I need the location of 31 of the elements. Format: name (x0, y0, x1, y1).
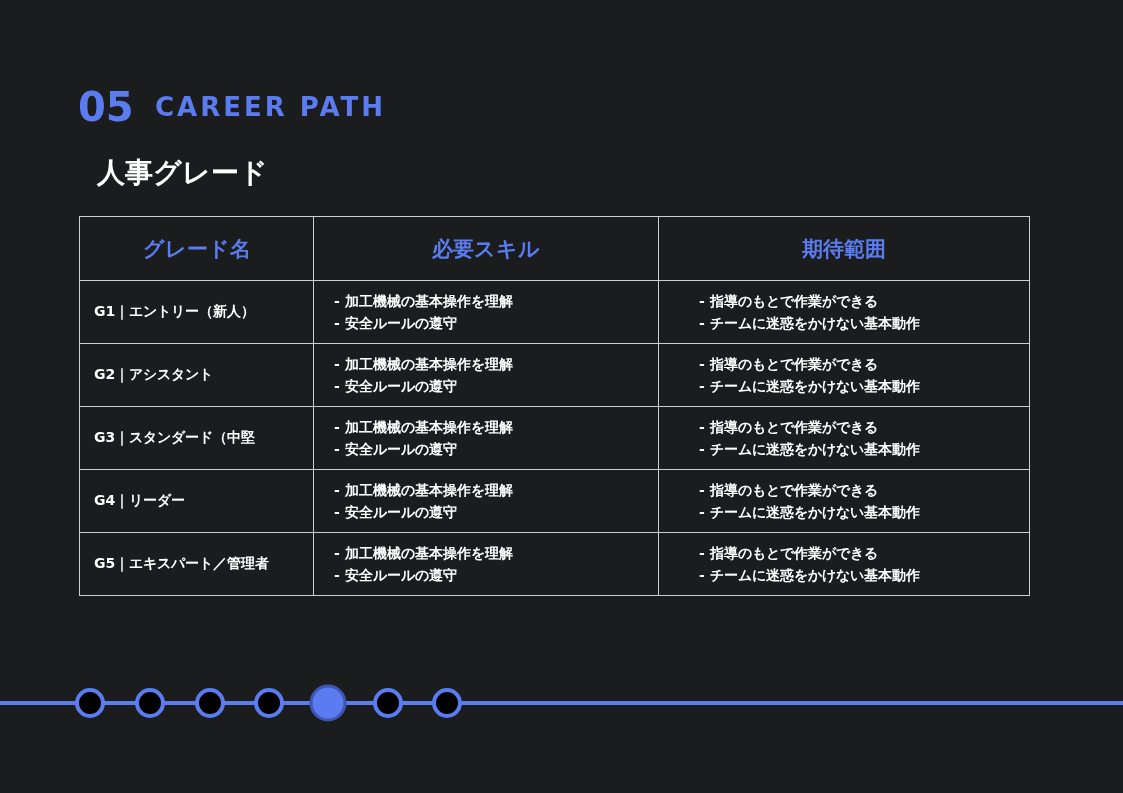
skill-item: - 安全ルールの遵守 (334, 314, 458, 333)
section-number: 05 (78, 84, 134, 130)
skill-item: - 安全ルールの遵守 (334, 503, 458, 522)
expectation-item: - 指導のもとで作業ができる (699, 481, 879, 500)
section-heading: CAREER PATH (155, 92, 387, 122)
skill-item: - 安全ルールの遵守 (334, 440, 458, 459)
expectation-item: - チームに迷惑をかけない基本動作 (699, 314, 921, 333)
grade-name: G2｜アシスタント (94, 366, 214, 384)
expectation-item: - チームに迷惑をかけない基本動作 (699, 566, 921, 585)
skill-item: - 安全ルールの遵守 (334, 566, 458, 585)
skill-item: - 加工機械の基本操作を理解 (334, 418, 514, 437)
expectation-item: - 指導のもとで作業ができる (699, 292, 879, 311)
column-header: 期待範囲 (802, 235, 886, 263)
expectation-item: - チームに迷惑をかけない基本動作 (699, 503, 921, 522)
skill-item: - 加工機械の基本操作を理解 (334, 292, 514, 311)
skill-item: - 加工機械の基本操作を理解 (334, 355, 514, 374)
column-header: グレード名 (142, 235, 251, 263)
page-title: 人事グレード (97, 155, 268, 191)
grade-name: G1｜エントリー（新人） (94, 303, 256, 321)
grade-name: G3｜スタンダード（中堅 (94, 429, 256, 447)
expectation-item: - チームに迷惑をかけない基本動作 (699, 440, 921, 459)
skill-item: - 加工機械の基本操作を理解 (334, 481, 514, 500)
grade-name: G4｜リーダー (94, 492, 186, 510)
expectation-item: - 指導のもとで作業ができる (699, 544, 879, 563)
column-header: 必要スキル (432, 235, 540, 263)
expectation-item: - チームに迷惑をかけない基本動作 (699, 377, 921, 396)
skill-item: - 安全ルールの遵守 (334, 377, 458, 396)
grade-name: G5｜エキスパート／管理者 (94, 555, 270, 573)
skill-item: - 加工機械の基本操作を理解 (334, 544, 514, 563)
expectation-item: - 指導のもとで作業ができる (699, 418, 879, 437)
expectation-item: - 指導のもとで作業ができる (699, 355, 879, 374)
